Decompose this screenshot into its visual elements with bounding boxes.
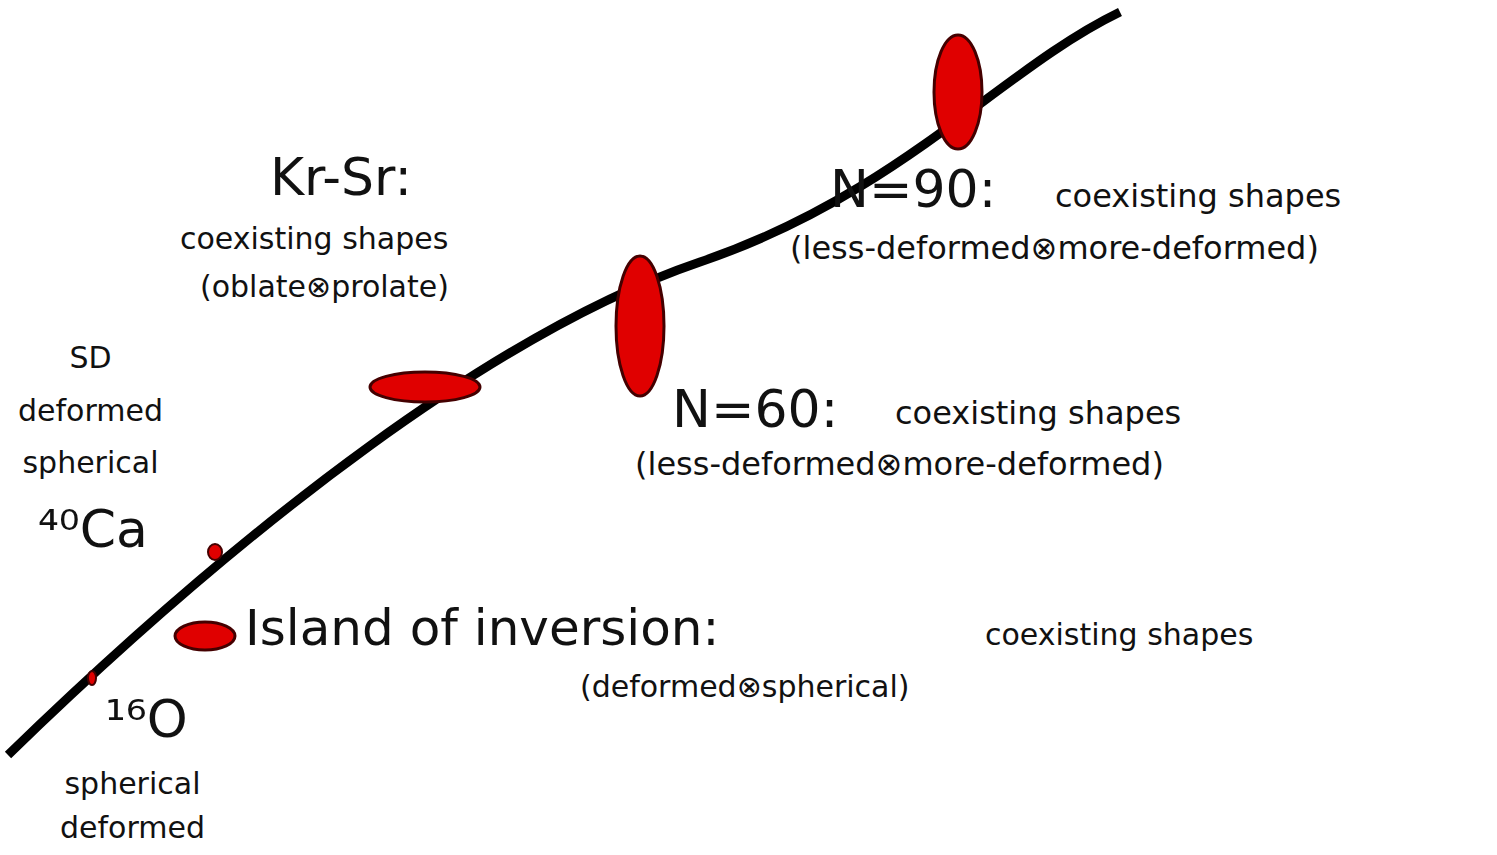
shape-marker xyxy=(934,35,982,149)
shape-marker xyxy=(88,671,96,685)
shape-marker xyxy=(175,622,235,650)
note-text: (oblate⊗prolate) xyxy=(200,270,449,305)
trend-curve xyxy=(8,12,1120,755)
shape-marker xyxy=(616,256,664,396)
note-text: (less-deformed⊗more-deformed) xyxy=(635,446,1164,483)
note-text: coexisting shapes xyxy=(180,222,448,257)
nucleus-label: ⁴⁰Ca xyxy=(38,500,148,560)
region-heading: Kr-Sr: xyxy=(270,148,412,208)
note-text: (less-deformed⊗more-deformed) xyxy=(790,230,1319,267)
note-text: coexisting shapes xyxy=(985,618,1253,653)
shape-marker xyxy=(370,372,480,402)
note-text: coexisting shapes xyxy=(1055,178,1341,215)
shape-marker xyxy=(208,544,222,560)
nucleus-label: ¹⁶O xyxy=(105,690,188,750)
note-text: (deformed⊗spherical) xyxy=(580,670,910,705)
region-heading: N=90: xyxy=(830,160,996,220)
note-text: spherical deformed xyxy=(60,762,205,849)
note-text: coexisting shapes xyxy=(895,395,1181,432)
region-heading: N=60: xyxy=(672,380,838,440)
note-text: SD deformed spherical xyxy=(18,332,163,490)
region-heading: Island of inversion: xyxy=(245,600,719,658)
